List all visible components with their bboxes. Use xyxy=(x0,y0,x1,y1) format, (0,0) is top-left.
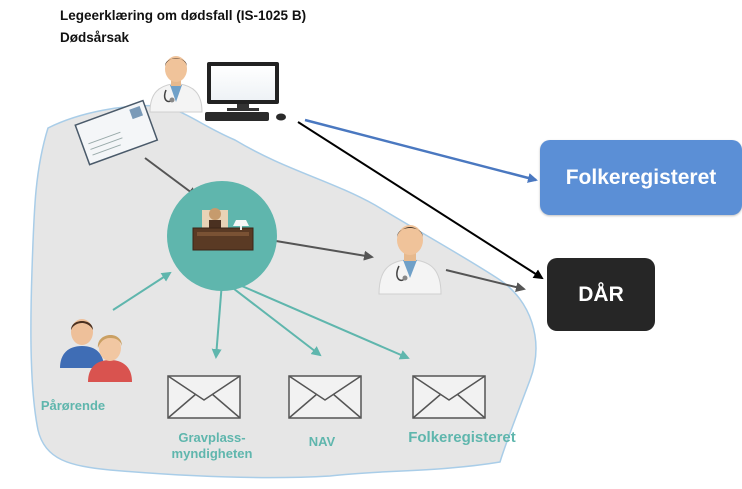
gravplass-label-line1: Gravplass- xyxy=(178,430,246,445)
parorende-label: Pårørende xyxy=(40,398,106,413)
arrow-computer-to-daar xyxy=(297,121,544,280)
arrow-registrar-to-doctor xyxy=(275,240,374,261)
doctor-icon xyxy=(378,225,442,295)
envelope-icon xyxy=(167,375,241,419)
arrow-registrar-to-folkeregisteret xyxy=(227,279,410,360)
daar-box-label: DÅR xyxy=(578,282,624,306)
letter-icon xyxy=(74,99,159,166)
people-icon xyxy=(60,319,132,382)
registrar-desk-icon xyxy=(167,181,277,291)
folkeregisteret-envelope-label: Folkeregisteret xyxy=(408,429,516,446)
gravplass-label: Gravplass- myndigheten xyxy=(150,430,274,463)
doctor-icon xyxy=(149,56,203,113)
arrow-computer-to-folkeregisteret xyxy=(304,118,538,183)
envelope-icon xyxy=(288,375,362,419)
computer-icon xyxy=(205,62,286,121)
arrow-registrar-to-nav xyxy=(224,281,322,357)
arrow-letter-to-registrar xyxy=(144,157,198,198)
gravplass-label-line2: myndigheten xyxy=(171,446,253,462)
process-area-blob xyxy=(30,104,537,479)
arrow-parorende-to-registrar xyxy=(112,271,172,311)
nav-label: NAV xyxy=(308,434,336,449)
diagram-subtitle: Dødsårsak xyxy=(60,30,130,45)
folkeregisteret-box-label: Folkeregisteret xyxy=(565,165,717,189)
envelope-icon xyxy=(412,375,486,419)
arrow-doctor-to-daar xyxy=(445,269,526,292)
daar-box: DÅR xyxy=(547,258,655,331)
arrow-registrar-to-gravplass xyxy=(211,281,223,359)
diagram-title: Legeerklæring om dødsfall (IS-1025 B) xyxy=(60,8,307,23)
folkeregisteret-box: Folkeregisteret xyxy=(540,140,742,215)
